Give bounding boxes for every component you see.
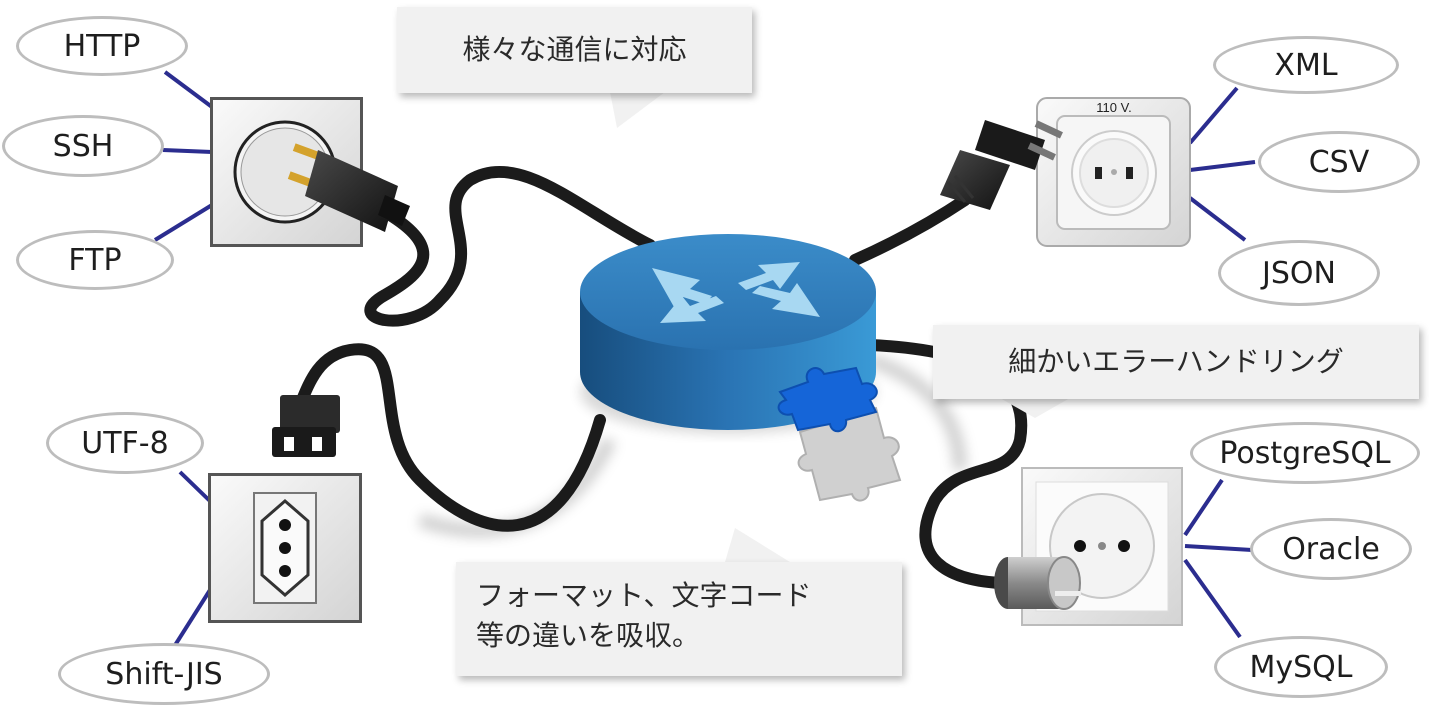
speech-bubble-tail	[725, 528, 790, 562]
plug-icon	[940, 120, 1063, 210]
label-ssh: SSH	[2, 115, 164, 177]
label-postgresql: PostgreSQL	[1190, 422, 1420, 484]
plug-icon	[994, 556, 1081, 610]
cable-top-right	[849, 194, 971, 266]
connector-lines	[153, 70, 1256, 652]
puzzle-piece-icon	[777, 366, 902, 502]
wall-socket-icon	[1036, 97, 1191, 247]
speech-bubble-tail	[1000, 398, 1070, 418]
label-xml: XML	[1213, 36, 1399, 94]
callout-protocols: 様々な通信に対応	[397, 7, 752, 93]
callout-format: フォーマット、文字コード 等の違いを吸収。	[456, 562, 902, 676]
callout-error-handling-text: 細かいエラーハンドリング	[1008, 345, 1344, 378]
label-mysql: MySQL	[1214, 636, 1388, 698]
power-connector-icon	[272, 395, 340, 457]
label-utf8: UTF-8	[46, 412, 204, 474]
cable-top-left	[364, 165, 656, 327]
speech-bubble-tail	[610, 92, 665, 128]
label-json: JSON	[1218, 240, 1380, 306]
plug-icon	[287, 143, 410, 232]
label-oracle: Oracle	[1250, 518, 1412, 580]
label-ftp: FTP	[16, 230, 174, 290]
label-http: HTTP	[16, 16, 188, 76]
cable-left-loop	[294, 343, 606, 532]
callout-error-handling: 細かいエラーハンドリング	[933, 325, 1419, 399]
voltage-label: 110 V.	[1096, 100, 1131, 115]
label-csv: CSV	[1258, 131, 1420, 193]
label-shift-jis: Shift-JIS	[58, 643, 270, 705]
wall-socket-icon	[208, 473, 362, 623]
callout-format-text: フォーマット、文字コード 等の違いを吸収。	[476, 579, 812, 652]
callout-protocols-text: 様々な通信に対応	[462, 33, 687, 66]
